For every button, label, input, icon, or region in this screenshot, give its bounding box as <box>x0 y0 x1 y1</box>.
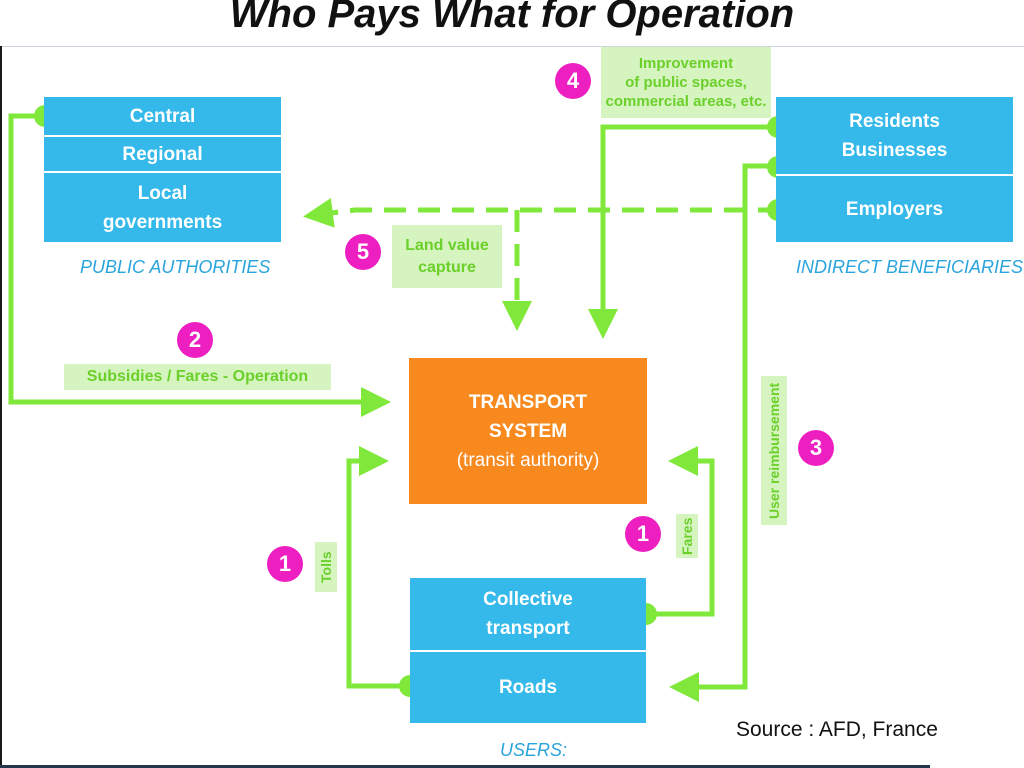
badge-user-reimbursement: 3 <box>798 430 834 466</box>
transport-label: transport <box>486 618 570 639</box>
badge-land-value: 5 <box>345 234 381 270</box>
improvement-line-1: Improvement <box>638 55 734 72</box>
frame-bottom-border <box>0 765 930 768</box>
public-authorities-caption: PUBLIC AUTHORITIES <box>80 257 271 277</box>
user-reimbursement-arrow <box>669 163 778 702</box>
roads-row: Roads <box>410 650 646 723</box>
page-title: Who Pays What for Operation <box>229 0 795 36</box>
transit-authority-label: (transit authority) <box>456 449 600 471</box>
improvement-arrow <box>588 124 778 339</box>
tolls-arrow <box>346 446 410 689</box>
central-row: Central <box>44 97 281 135</box>
users-caption: USERS: <box>500 740 568 760</box>
improvement-line-3: commercial areas, etc. <box>605 93 767 110</box>
frame-top-border <box>0 46 1024 47</box>
local-governments-row: Local governments <box>44 171 281 242</box>
fares-arrow <box>646 446 715 617</box>
governments-label: governments <box>102 211 223 233</box>
badge-improvement: 4 <box>555 63 591 99</box>
system-label: SYSTEM <box>488 420 568 442</box>
residents-businesses-row: Residents Businesses <box>776 97 1013 174</box>
user-reimbursement-label: User reimbursement <box>761 376 787 525</box>
improvement-line-2: of public spaces, <box>625 74 747 91</box>
regional-label: Regional <box>122 143 203 165</box>
land-value-capture-label: Land value capture <box>392 225 502 288</box>
businesses-label: Businesses <box>841 139 948 161</box>
badge-fares: 1 <box>625 516 661 552</box>
central-label: Central <box>129 105 196 127</box>
land-value-line-1: Land value <box>405 236 489 254</box>
indirect-beneficiaries-box: Residents Businesses Employers <box>776 97 1013 242</box>
residents-label: Residents <box>849 110 940 132</box>
collective-label: Collective <box>483 589 573 610</box>
improvement-label: Improvement of public spaces, commercial… <box>601 47 771 118</box>
source-note: Source : AFD, France <box>736 718 938 741</box>
regional-row: Regional <box>44 135 281 171</box>
subsidies-label: Subsidies / Fares - Operation <box>64 364 331 390</box>
roads-label: Roads <box>498 677 558 698</box>
fares-label: Fares <box>676 514 698 558</box>
land-value-arrow <box>303 197 780 228</box>
badge-subsidies: 2 <box>177 322 213 358</box>
indirect-beneficiaries-caption: INDIRECT BENEFICIARIES <box>796 257 1024 277</box>
public-authorities-box: Central Regional Local governments <box>44 97 281 242</box>
employers-label: Employers <box>845 198 944 220</box>
users-box: Collective transport Roads <box>410 578 646 723</box>
frame-left-border <box>0 46 2 768</box>
collective-transport-row: Collective transport <box>410 578 646 650</box>
badge-tolls: 1 <box>267 546 303 582</box>
transport-label: TRANSPORT <box>468 391 588 413</box>
employers-row: Employers <box>776 174 1013 242</box>
tolls-label: Tolls <box>315 542 337 592</box>
land-value-line-2: capture <box>418 258 476 276</box>
local-label: Local <box>137 182 188 204</box>
transport-system-box: TRANSPORT SYSTEM (transit authority) <box>409 358 647 504</box>
subsidies-arrow <box>8 113 391 417</box>
